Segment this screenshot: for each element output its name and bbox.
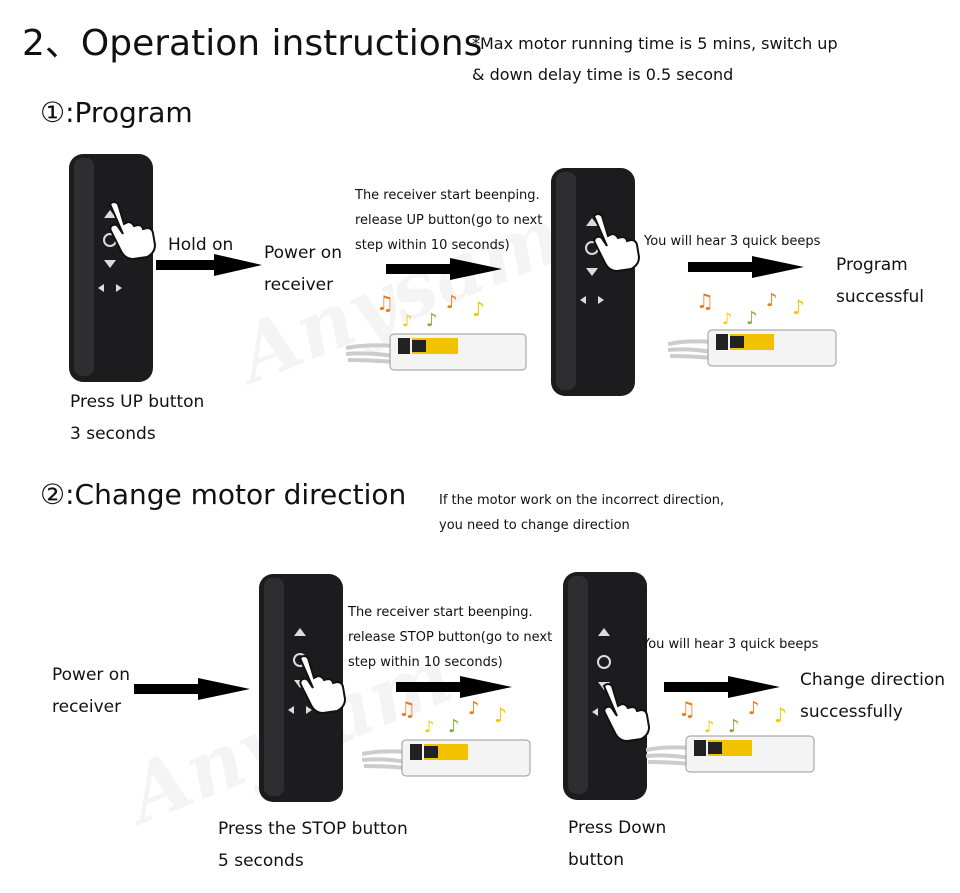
press-down-line2: button (568, 850, 625, 870)
svg-text:♪: ♪ (468, 698, 480, 719)
music-note-icon: ♫ ♪ ♪ ♪ ♪ (398, 697, 507, 737)
svg-text:♪: ♪ (722, 309, 732, 328)
press-stop-line1: Press the STOP button (218, 819, 408, 839)
press-up-line2: 3 seconds (70, 424, 156, 444)
power-on-line2: receiver (264, 275, 334, 295)
beeping-line1: The receiver start beenping. (355, 188, 540, 203)
press-up-label: Press UP button 3 seconds (70, 386, 204, 450)
pointing-hand-icon (108, 201, 156, 260)
press-down-line1: Press Down (568, 818, 667, 838)
direction-beeping-line3: step within 10 seconds) (348, 655, 503, 670)
direction-beeping-line1: The receiver start beenping. (348, 605, 533, 620)
music-note-icon: ♫ ♪ ♪ ♪ ♪ (678, 697, 787, 737)
direction-note-line2: you need to change direction (439, 518, 630, 533)
svg-text:♪: ♪ (746, 308, 758, 329)
power-on-receiver-label: Power on receiver (52, 659, 130, 723)
remote-control-icon (69, 154, 153, 382)
power-on-receiver-label: Power on receiver (264, 237, 342, 301)
page-title: 2、Operation instructions (22, 23, 483, 64)
svg-text:♪: ♪ (402, 311, 412, 330)
right-arrow-icon (386, 258, 502, 280)
header-note-line2: & down delay time is 0.5 second (472, 65, 734, 84)
receiver-beeping-note: The receiver start beenping. release STO… (348, 600, 552, 675)
direction-beeping-line2: release STOP button(go to next (348, 630, 553, 645)
receiver-module-icon (362, 739, 531, 777)
svg-text:♪: ♪ (766, 290, 778, 311)
svg-text:♪: ♪ (472, 297, 485, 321)
header-note: *Max motor running time is 5 mins, switc… (472, 28, 838, 90)
right-arrow-icon (156, 254, 262, 276)
svg-text:♫: ♫ (398, 697, 416, 721)
svg-text:♪: ♪ (774, 703, 787, 727)
svg-text:♪: ♪ (494, 703, 507, 727)
svg-text:♪: ♪ (448, 716, 460, 737)
program-result-line1: Program (836, 255, 908, 275)
svg-text:♫: ♫ (696, 289, 714, 313)
svg-text:♪: ♪ (728, 716, 740, 737)
press-stop-line2: 5 seconds (218, 851, 304, 871)
press-stop-label: Press the STOP button 5 seconds (218, 813, 408, 877)
change-direction-successful-label: Change direction successfully (800, 664, 945, 728)
right-arrow-icon (664, 676, 780, 698)
press-up-line1: Press UP button (70, 392, 205, 412)
direction-note: If the motor work on the incorrect direc… (439, 488, 724, 538)
header-note-line1: *Max motor running time is 5 mins, switc… (472, 34, 838, 53)
remote-control-icon (259, 574, 343, 802)
direction-result-line2: successfully (800, 702, 903, 722)
music-note-icon: ♫ ♪ ♪ ♪ ♪ (376, 291, 485, 331)
remote-control-icon (551, 168, 635, 396)
press-down-label: Press Down button (568, 812, 666, 876)
svg-text:♪: ♪ (426, 310, 438, 331)
music-note-icon: ♫ ♪ ♪ ♪ ♪ (696, 289, 805, 329)
beeping-line2: release UP button(go to next (355, 213, 543, 228)
program-result-line2: successful (836, 287, 924, 307)
power-on-line1: Power on (264, 243, 342, 263)
svg-text:♪: ♪ (704, 717, 714, 736)
quick-beeps-note: You will hear 3 quick beeps (644, 234, 821, 249)
receiver-module-icon (346, 333, 527, 371)
pointing-hand-icon (592, 213, 640, 272)
hold-on-label: Hold on (168, 235, 234, 255)
right-arrow-icon (396, 676, 512, 698)
receiver-beeping-note: The receiver start beenping. release UP … (355, 183, 542, 258)
quick-beeps-note: You will hear 3 quick beeps (642, 637, 819, 652)
svg-text:♪: ♪ (792, 295, 805, 319)
program-successful-label: Program successful (836, 249, 924, 313)
svg-text:♪: ♪ (446, 292, 458, 313)
pointing-hand-icon (298, 655, 346, 714)
receiver-module-icon (646, 735, 815, 773)
right-arrow-icon (688, 256, 804, 278)
svg-text:♫: ♫ (678, 697, 696, 721)
svg-text:♪: ♪ (424, 717, 434, 736)
beeping-line3: step within 10 seconds) (355, 238, 510, 253)
svg-text:♪: ♪ (748, 698, 760, 719)
svg-text:♫: ♫ (376, 291, 394, 315)
direction-power-on-line2: receiver (52, 697, 122, 717)
direction-power-on-line1: Power on (52, 665, 130, 685)
receiver-module-icon (668, 329, 837, 367)
direction-result-line1: Change direction (800, 670, 945, 690)
right-arrow-icon (134, 678, 250, 700)
section-title-program: ①:Program (40, 96, 193, 129)
direction-note-line1: If the motor work on the incorrect direc… (439, 493, 725, 508)
section-title-direction: ②:Change motor direction (40, 478, 407, 511)
pointing-hand-icon (602, 683, 650, 742)
